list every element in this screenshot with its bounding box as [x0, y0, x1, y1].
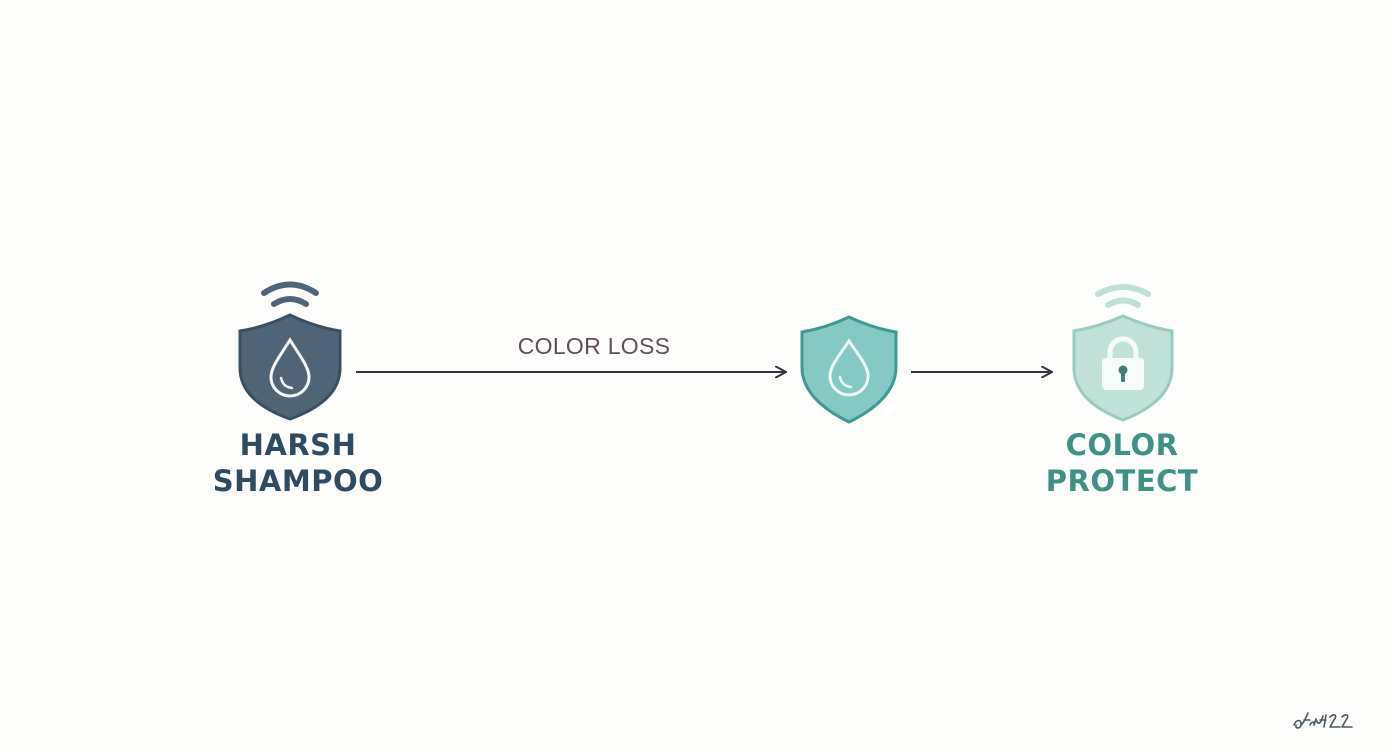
color-protect-label: COLOR PROTECT [1022, 427, 1222, 499]
color-loss-label: COLOR LOSS [517, 333, 671, 359]
artist-signature-icon [1293, 712, 1353, 729]
lock-icon [1102, 336, 1144, 390]
protect-label-line-2: PROTECT [1045, 464, 1199, 498]
harsh-shampoo-label: HARSH SHAMPOO [196, 427, 400, 499]
color-protect-shield-icon [1072, 284, 1174, 422]
harsh-label-line-2: SHAMPOO [212, 464, 384, 498]
protect-label-line-1: COLOR [1065, 428, 1179, 462]
harsh-label-line-1: HARSH [239, 428, 357, 462]
faded-shield-icon [800, 315, 898, 424]
water-drop-icon [828, 338, 870, 397]
water-drop-icon [269, 337, 311, 398]
harsh-shampoo-shield-icon [238, 281, 342, 421]
